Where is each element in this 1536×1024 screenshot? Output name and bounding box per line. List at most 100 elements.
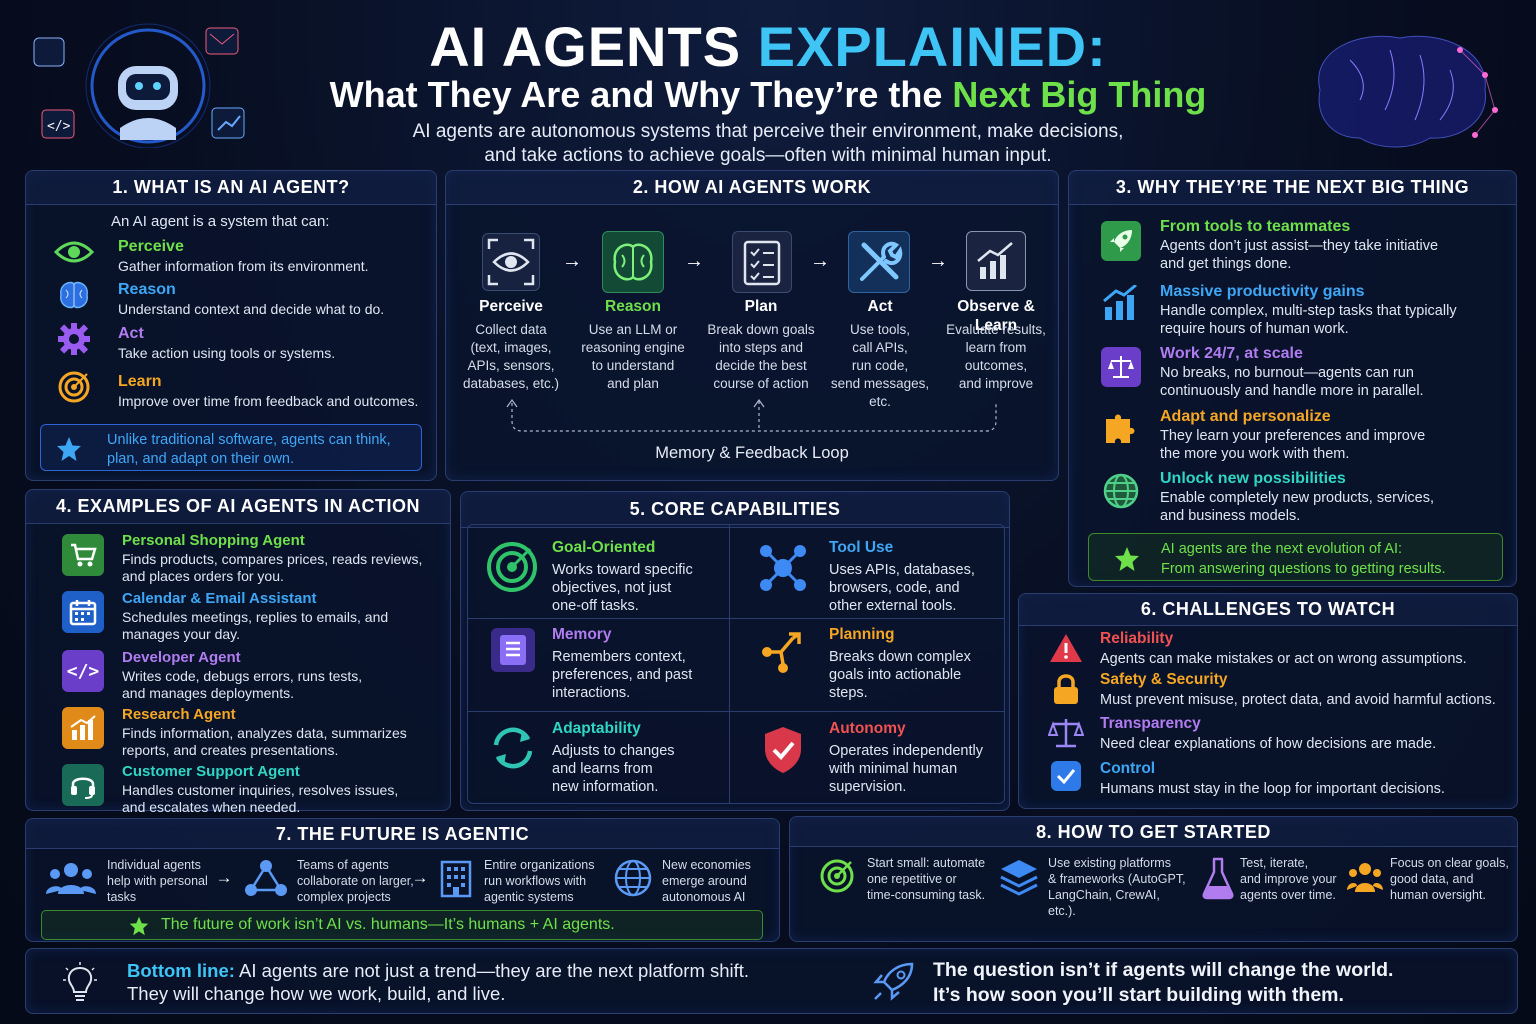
item-desc: Humans must stay in the loop for importa… [1100, 781, 1445, 797]
step-name: Reason [605, 298, 661, 315]
note-line-1: AI agents are the next evolution of AI: [1161, 541, 1403, 557]
item-desc: Uses APIs, databases,browsers, code, and… [829, 562, 975, 614]
step-name: Act [867, 298, 893, 315]
item-desc: Agents don’t just assist—they take initi… [1160, 238, 1439, 272]
section-core-capabilities: 5. CORE CAPABILITIES Goal-Oriented Works… [460, 491, 1010, 811]
footer-banner: Bottom line: AI agents are not just a tr… [25, 948, 1518, 1014]
building-icon [434, 857, 478, 899]
tools-icon [848, 231, 910, 293]
item-name: Customer Support Agent [122, 763, 300, 780]
note-line-2: plan, and adapt on their own. [107, 451, 295, 467]
item-name: From tools to teammates [1160, 218, 1351, 235]
code-icon: </> [62, 650, 104, 692]
chart-up-icon [966, 231, 1026, 291]
rocket-icon [1101, 221, 1141, 261]
item-name: Learn [118, 373, 162, 390]
item-desc: Need clear explanations of how decisions… [1100, 736, 1437, 752]
eye-icon [482, 233, 540, 291]
scale-icon [1047, 715, 1085, 751]
rocket-icon [871, 961, 915, 1003]
title-part-2: EXPLAINED: [757, 15, 1107, 78]
step-name: Observe & Learn [957, 298, 1035, 334]
item-name: Personal Shopping Agent [122, 532, 305, 549]
item-desc: Handles customer inquiries, resolves iss… [122, 782, 399, 815]
people-icon [46, 859, 96, 899]
warning-icon [1047, 630, 1085, 666]
target-icon [818, 857, 856, 895]
lightbulb-icon [62, 961, 98, 1003]
item-name: Research Agent [122, 706, 236, 723]
note-box: AI agents are the next evolution of AI: … [1088, 533, 1503, 581]
layers-icon [998, 857, 1040, 897]
section-title: 3. WHY THEY’RE THE NEXT BIG THING [1115, 177, 1470, 197]
title-part-1: AI AGENTS [429, 15, 758, 78]
item-name: Work 24/7, at scale [1160, 345, 1303, 362]
note-line-2: From answering questions to getting resu… [1161, 561, 1446, 577]
checkbox-icon [1051, 761, 1081, 791]
team-icon [1346, 859, 1384, 895]
star-icon [1113, 545, 1141, 573]
network-icon [757, 542, 809, 594]
subtitle-part-2: Next Big Thing [952, 74, 1207, 115]
item-desc: Finds products, compares prices, reads r… [122, 551, 423, 584]
item-name: Massive productivity gains [1160, 283, 1365, 300]
arrow-right-icon: → [928, 249, 948, 272]
section-title: 1. WHAT IS AN AI AGENT? [112, 177, 350, 197]
intro-line-1: AI agents are autonomous systems that pe… [412, 121, 1124, 142]
item-desc: Use existing platforms& frameworks (Auto… [1048, 856, 1186, 918]
flask-icon [1200, 855, 1236, 901]
brain-icon [602, 231, 664, 293]
loop-label: Memory & Feedback Loop [655, 444, 849, 462]
arrow-right-icon: → [562, 249, 582, 272]
step-name: Plan [744, 298, 778, 315]
lock-icon [1049, 671, 1083, 707]
section-title: 8. HOW TO GET STARTED [1036, 822, 1271, 842]
brain-icon [56, 277, 92, 313]
section-title: 2. HOW AI AGENTS WORK [632, 177, 872, 197]
target-icon [56, 369, 92, 405]
section-challenges: 6. CHALLENGES TO WATCH Reliability Agent… [1018, 593, 1518, 809]
item-name: Act [118, 325, 144, 342]
item-name: Adapt and personalize [1160, 408, 1331, 425]
arrow-right-icon: → [684, 249, 704, 272]
cart-icon [62, 534, 104, 576]
item-name: Transparency [1100, 715, 1201, 732]
item-desc: Finds information, analyzes data, summar… [122, 725, 407, 758]
arrow-right-icon: → [411, 868, 429, 887]
item-name: Unlock new possibilities [1160, 470, 1346, 487]
step-desc: Collect data(text, images,APIs, sensors,… [462, 322, 560, 391]
closing-question: The question isn’t if agents will change… [933, 959, 1394, 1006]
target-icon [485, 540, 539, 594]
section-lead: An AI agent is a system that can: [111, 213, 330, 230]
arrow-right-icon: → [215, 868, 233, 887]
section-why-next-big-thing: 3. WHY THEY’RE THE NEXT BIG THING From t… [1068, 170, 1517, 587]
note-box: The future of work isn’t AI vs. humans—I… [41, 910, 763, 940]
refresh-icon [487, 722, 539, 774]
item-desc: Writes code, debugs errors, runs tests,a… [122, 668, 363, 701]
section-future-agentic: 7. THE FUTURE IS AGENTIC Individual agen… [25, 818, 780, 942]
eye-icon [54, 235, 94, 269]
item-desc: Gather information from its environment. [118, 258, 369, 274]
scale-icon [1101, 347, 1141, 387]
item-name: Control [1100, 760, 1156, 777]
section-get-started: 8. HOW TO GET STARTED Start small: autom… [789, 816, 1518, 942]
item-desc: Take action using tools or systems. [118, 345, 336, 361]
item-name: Goal-Oriented [552, 539, 656, 556]
subtitle-part-1: What They Are and Why They’re the [329, 74, 953, 115]
globe-icon [612, 857, 654, 899]
item-name: Adaptability [552, 720, 641, 737]
item-name: Perceive [118, 238, 184, 255]
shield-icon [759, 724, 807, 776]
